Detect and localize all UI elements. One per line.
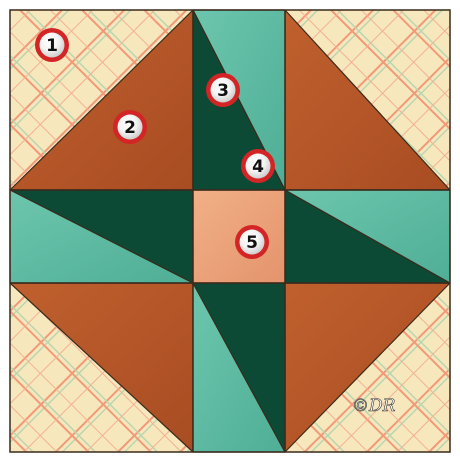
piece-number: 3: [217, 81, 229, 101]
piece-badge-5: 5: [235, 225, 269, 259]
piece-number: 4: [252, 157, 264, 177]
piece-badge-1: 1: [35, 28, 69, 62]
piece-number: 2: [124, 118, 136, 138]
piece-badge-4: 4: [241, 149, 275, 183]
piece-number: 5: [246, 233, 258, 253]
piece-badge-3: 3: [206, 73, 240, 107]
piece-badge-2: 2: [113, 110, 147, 144]
piece-number: 1: [46, 36, 58, 56]
quilter-signature: ©DR: [352, 396, 396, 416]
